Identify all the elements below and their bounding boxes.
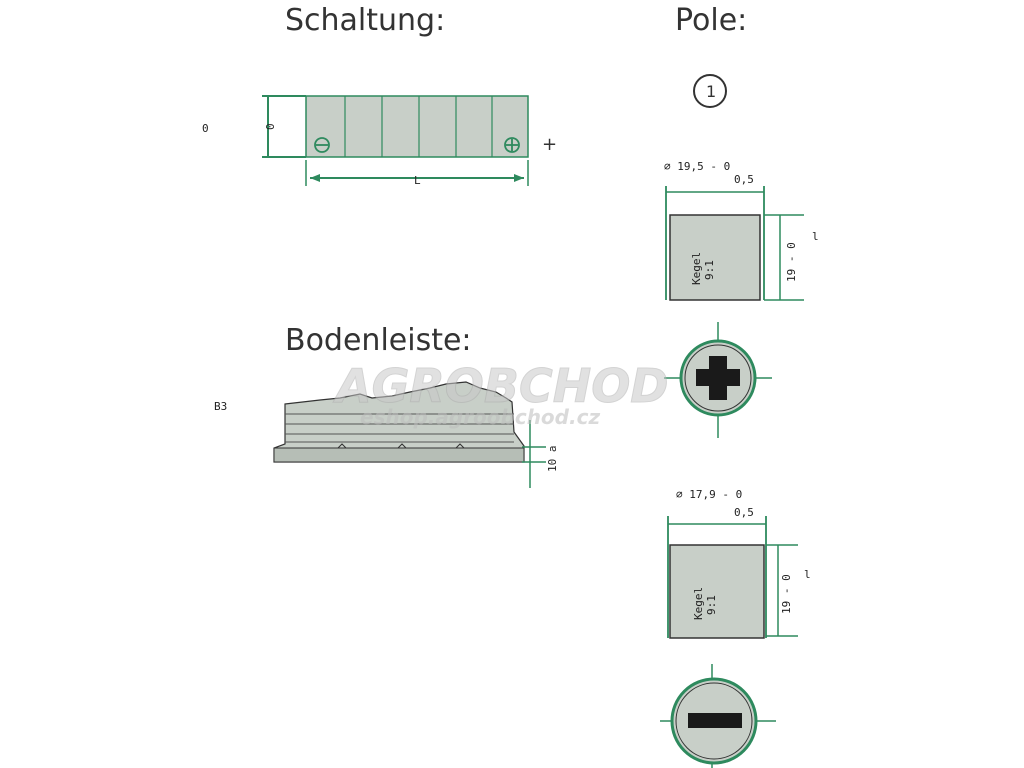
pole-number-label: 1 <box>706 82 716 101</box>
plus-pole-top-view <box>664 322 772 438</box>
battery-body <box>305 95 529 158</box>
minus-icon <box>688 713 742 728</box>
watermark-sub-text: eshop.agroobchod.cz <box>360 405 600 429</box>
minus-pole-top-view <box>660 664 776 768</box>
pole2-tolerance-label: 0,5 <box>734 506 754 519</box>
plus-icon-vertical <box>709 356 727 400</box>
pole1-diameter-label: ⌀ 19,5 - 0 <box>664 160 730 173</box>
arrow-right-icon <box>514 174 524 182</box>
pole2-text-line1: Kegel <box>692 587 705 620</box>
pole1-diagram: ⌀ 19,5 - 0 0,5 Kegel 9:1 19 - 0 l <box>664 160 819 301</box>
pole1-body <box>669 214 761 301</box>
minus-pole-inner-ring <box>675 682 753 760</box>
pole2-diameter-label: ⌀ 17,9 - 0 <box>676 488 742 501</box>
bodenleiste-height-label: 10 a <box>546 446 559 473</box>
schaltung-diagram: 0 0 + L <box>202 95 557 187</box>
base-notches <box>337 443 465 449</box>
minus-terminal-icon <box>314 137 330 153</box>
pole1-tolerance-label: 0,5 <box>734 173 754 186</box>
schaltung-side-label: 0 <box>202 122 209 135</box>
watermark-main-text: AGROBCHOD <box>333 359 669 413</box>
plus-terminal-icon <box>504 137 520 153</box>
schaltung-title: Schaltung: <box>285 3 445 38</box>
pole1-text-line2: 9:1 <box>703 260 716 280</box>
schaltung-length-label: L <box>414 174 421 187</box>
pole-title: Pole: <box>675 3 747 38</box>
pole2-height-label: 19 - 0 <box>780 574 793 614</box>
pole1-height-label: 19 - 0 <box>785 242 798 282</box>
schaltung-height-label: 0 <box>264 123 277 130</box>
pole1-text-line1: Kegel <box>690 252 703 285</box>
bodenleiste-left-label: B3 <box>214 400 227 413</box>
pole-number-circle <box>693 74 727 108</box>
pole1-side-label: l <box>812 230 819 243</box>
bodenleiste-diagram: B3 10 a <box>214 381 559 488</box>
bodenleiste-title: Bodenleiste: <box>285 323 472 358</box>
pole2-text-line2: 9:1 <box>705 595 718 615</box>
arrow-left-icon <box>310 174 320 182</box>
base-strip <box>273 447 525 463</box>
schaltung-plus-label: + <box>542 134 557 155</box>
watermark: AGROBCHOD eshop.agroobchod.cz <box>333 359 670 430</box>
pole2-side-label: l <box>804 568 811 581</box>
pole2-diagram: ⌀ 17,9 - 0 0,5 Kegel 9:1 19 - 0 l <box>667 488 811 639</box>
plus-pole-inner-ring <box>684 344 752 412</box>
pole2-body <box>669 544 765 639</box>
